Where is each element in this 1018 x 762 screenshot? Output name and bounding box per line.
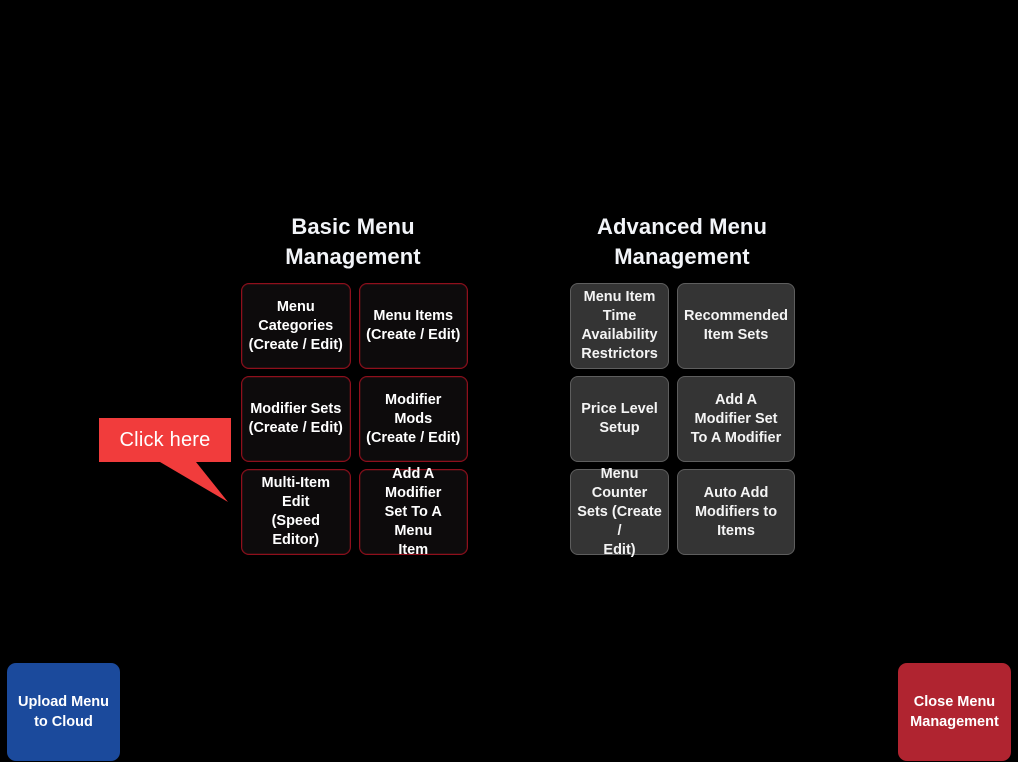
panel-basic-title: Basic Menu Management — [285, 214, 421, 269]
button-price-level-setup[interactable]: Price Level Setup — [570, 376, 670, 462]
button-menu-items[interactable]: Menu Items (Create / Edit) — [358, 283, 468, 369]
callout-pointer-tail — [160, 462, 228, 502]
advanced-menu-button-grid: Menu Item Time Availability Restrictors … — [570, 283, 795, 558]
button-menu-counter-sets[interactable]: Menu Counter Sets (Create / Edit) — [570, 466, 670, 558]
button-menu-item-time-availability-restrictors[interactable]: Menu Item Time Availability Restrictors — [570, 283, 670, 369]
button-add-modifier-set-to-modifier-label: Add A Modifier Set To A Modifier — [690, 391, 782, 446]
button-price-level-setup-label: Price Level Setup — [581, 401, 658, 436]
button-modifier-sets[interactable]: Modifier Sets (Create / Edit) — [241, 376, 351, 462]
button-recommended-item-sets-label: Recommended Item Sets — [684, 308, 788, 343]
upload-menu-to-cloud-button[interactable]: Upload Menu to Cloud — [7, 663, 120, 761]
button-multi-item-edit-label: Multi-Item Edit (Speed Editor) — [261, 475, 330, 548]
button-add-modifier-set-to-modifier[interactable]: Add A Modifier Set To A Modifier — [677, 376, 795, 462]
panel-advanced-menu-management: Advanced Menu Management — [562, 212, 802, 272]
button-menu-categories-label: Menu Categories (Create / Edit) — [248, 298, 343, 353]
panel-advanced-title: Advanced Menu Management — [597, 214, 767, 269]
button-multi-item-edit[interactable]: Multi-Item Edit (Speed Editor) — [241, 469, 351, 555]
button-recommended-item-sets[interactable]: Recommended Item Sets — [677, 283, 795, 369]
click-here-callout: Click here — [99, 418, 231, 462]
basic-menu-button-grid: Menu Categories (Create / Edit) Menu Ite… — [241, 283, 468, 558]
button-modifier-sets-label: Modifier Sets (Create / Edit) — [248, 401, 343, 436]
button-auto-add-modifiers-to-items[interactable]: Auto Add Modifiers to Items — [677, 469, 795, 555]
close-menu-management-label: Close Menu Management — [910, 694, 999, 730]
button-auto-add-modifiers-to-items-label: Auto Add Modifiers to Items — [694, 484, 778, 539]
button-menu-counter-sets-label: Menu Counter Sets (Create / Edit) — [577, 465, 662, 558]
button-modifier-mods-label: Modifier Mods (Create / Edit) — [366, 391, 461, 446]
button-menu-item-time-availability-restrictors-label: Menu Item Time Availability Restrictors — [581, 289, 658, 362]
upload-menu-to-cloud-label: Upload Menu to Cloud — [17, 694, 110, 730]
close-menu-management-button[interactable]: Close Menu Management — [898, 663, 1011, 761]
button-add-modifier-set-to-menu-item-label: Add A Modifier Set To A Menu Item — [384, 465, 442, 558]
button-add-modifier-set-to-menu-item[interactable]: Add A Modifier Set To A Menu Item — [358, 466, 468, 558]
button-menu-categories[interactable]: Menu Categories (Create / Edit) — [241, 283, 351, 369]
button-menu-items-label: Menu Items (Create / Edit) — [366, 308, 461, 343]
panel-basic-menu-management: Basic Menu Management — [233, 212, 473, 272]
click-here-callout-label: Click here — [119, 429, 211, 451]
button-modifier-mods[interactable]: Modifier Mods (Create / Edit) — [358, 376, 468, 462]
